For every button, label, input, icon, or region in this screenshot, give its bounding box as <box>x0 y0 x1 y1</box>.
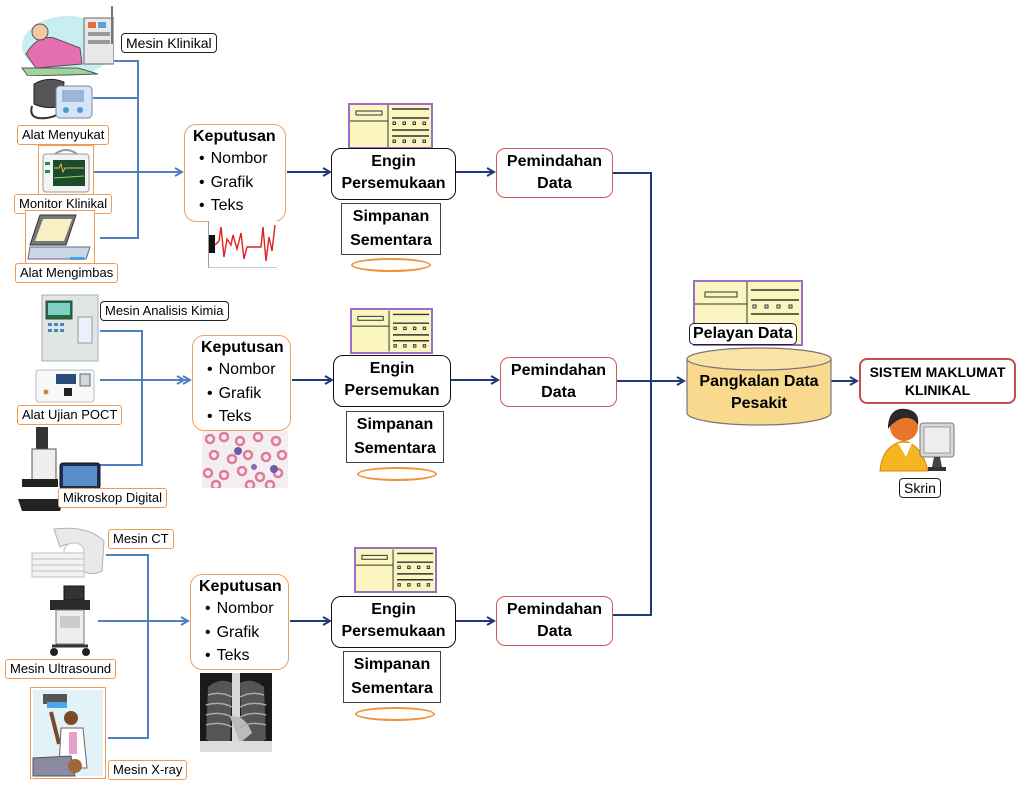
matching-engine-row2: Engin Persemukan <box>333 355 451 407</box>
database-label-line1: Pangkalan Data <box>699 373 819 390</box>
form-template-icon <box>354 547 437 593</box>
decision-item: Nombor <box>199 597 280 621</box>
storage-label-line1: Simpanan <box>353 656 431 673</box>
device-label-alat-mengimbas: Alat Mengimbas <box>15 263 119 283</box>
matching-engine-row3: Engin Persemukaan <box>331 596 456 648</box>
device-label-mesin-x-ray: Mesin X-ray <box>108 760 188 780</box>
temp-storage-row1: Simpanan Sementara <box>341 203 441 255</box>
transfer-label-line1: Pemindahan <box>506 153 603 170</box>
storage-label-line2: Sementara <box>354 440 436 457</box>
decision-to-engine-arrows <box>287 172 332 621</box>
decision-title: Keputusan <box>193 128 276 145</box>
chest-xray-icon <box>200 673 272 752</box>
chemistry-analyzer-icon <box>40 293 100 363</box>
decision-item: Grafik <box>199 621 280 645</box>
engine-label-line2: Persemukaan <box>341 623 446 640</box>
engine-label-line2: Persemukan <box>344 382 440 399</box>
xray-machine-frame <box>30 687 106 779</box>
decision-item: Nombor <box>193 147 277 171</box>
scanner-frame <box>25 210 95 268</box>
engine-label-line2: Persemukaan <box>341 175 446 192</box>
matching-engine-row1: Engin Persemukaan <box>331 148 456 200</box>
transfer-label-line1: Pemindahan <box>506 601 603 618</box>
patient-database-label: Pangkalan Data Pesakit <box>686 371 832 415</box>
decision-box-row3: Keputusan Nombor Grafik Teks <box>190 574 289 670</box>
ct-scanner-icon <box>30 527 106 583</box>
device-label-alat-menyukat: Alat Menyukat <box>17 125 110 145</box>
user-at-computer-icon <box>878 405 958 475</box>
xray-machine-icon <box>32 690 103 777</box>
transfer-label-line2: Data <box>541 384 576 401</box>
storage-label-line2: Sementara <box>350 232 432 249</box>
database-label-line2: Pesakit <box>730 395 788 412</box>
screen-label: Skrin <box>899 478 941 498</box>
patient-monitor-icon <box>42 149 90 193</box>
blood-pressure-monitor-icon <box>28 76 94 122</box>
transfer-label-line2: Data <box>537 623 572 640</box>
decision-item: Teks <box>199 645 280 667</box>
storage-label-line1: Simpanan <box>356 416 434 433</box>
engine-label-line1: Engin <box>369 360 415 377</box>
transfer-label-line2: Data <box>537 175 572 192</box>
row3-input-bus <box>98 554 188 739</box>
ultrasound-machine-icon <box>42 584 98 658</box>
decision-item: Nombor <box>201 358 282 382</box>
engine-label-line1: Engin <box>371 601 416 618</box>
decision-item: Grafik <box>193 171 277 195</box>
data-transfer-row3: Pemindahan Data <box>496 596 613 646</box>
transfer-label-line1: Pemindahan <box>510 362 607 379</box>
patient-database-icon <box>686 347 832 427</box>
row2-input-bus <box>96 330 190 466</box>
device-label-mikroskop-digital: Mikroskop Digital <box>58 488 167 508</box>
system-label-line2: KLINIKAL <box>904 382 971 398</box>
row1-input-bus <box>93 60 182 239</box>
decision-item: Teks <box>201 406 282 428</box>
poct-device-icon <box>34 368 96 404</box>
decision-box-row1: Keputusan Nombor Grafik Teks <box>184 124 286 222</box>
scanner-icon <box>27 214 91 260</box>
form-template-icon <box>350 308 433 354</box>
temp-storage-row3: Simpanan Sementara <box>343 651 441 703</box>
engine-to-transfer-arrows <box>451 172 498 621</box>
device-label-mesin-klinikal: Mesin Klinikal <box>121 33 217 53</box>
data-server-label: Pelayan Data <box>689 323 797 345</box>
decision-item: Grafik <box>201 382 282 406</box>
temp-storage-row2: Simpanan Sementara <box>346 411 444 463</box>
storage-label-line2: Sementara <box>351 680 433 697</box>
storage-disk-icon <box>355 707 435 721</box>
device-label-monitor-klinikal: Monitor Klinikal <box>14 194 113 214</box>
device-label-mesin-ct: Mesin CT <box>108 529 174 549</box>
blood-smear-icon <box>202 431 288 488</box>
ecg-waveform-icon <box>208 221 277 268</box>
decision-title: Keputusan <box>199 578 282 595</box>
transfer-to-database-bus <box>612 172 684 616</box>
storage-disk-icon <box>357 467 437 481</box>
decision-box-row2: Keputusan Nombor Grafik Teks <box>192 335 291 431</box>
device-label-alat-ujian-poct: Alat Ujian POCT <box>17 405 123 425</box>
patient-monitor-frame <box>38 145 94 197</box>
device-label-mesin-ultrasound: Mesin Ultrasound <box>5 659 117 679</box>
device-label-mesin-analisis-kimia: Mesin Analisis Kimia <box>100 301 229 321</box>
system-label-line1: SISTEM MAKLUMAT <box>869 364 1006 380</box>
data-transfer-row1: Pemindahan Data <box>496 148 613 198</box>
digital-microscope-icon <box>12 423 102 515</box>
decision-title: Keputusan <box>201 339 284 356</box>
decision-item: Teks <box>193 195 277 217</box>
form-template-icon <box>348 103 433 149</box>
dialysis-patient-icon <box>18 4 115 77</box>
storage-label-line1: Simpanan <box>352 208 430 225</box>
data-transfer-row2: Pemindahan Data <box>500 357 617 407</box>
clinical-information-system: SISTEM MAKLUMAT KLINIKAL <box>859 358 1016 404</box>
engine-label-line1: Engin <box>371 153 416 170</box>
storage-disk-icon <box>351 258 431 272</box>
